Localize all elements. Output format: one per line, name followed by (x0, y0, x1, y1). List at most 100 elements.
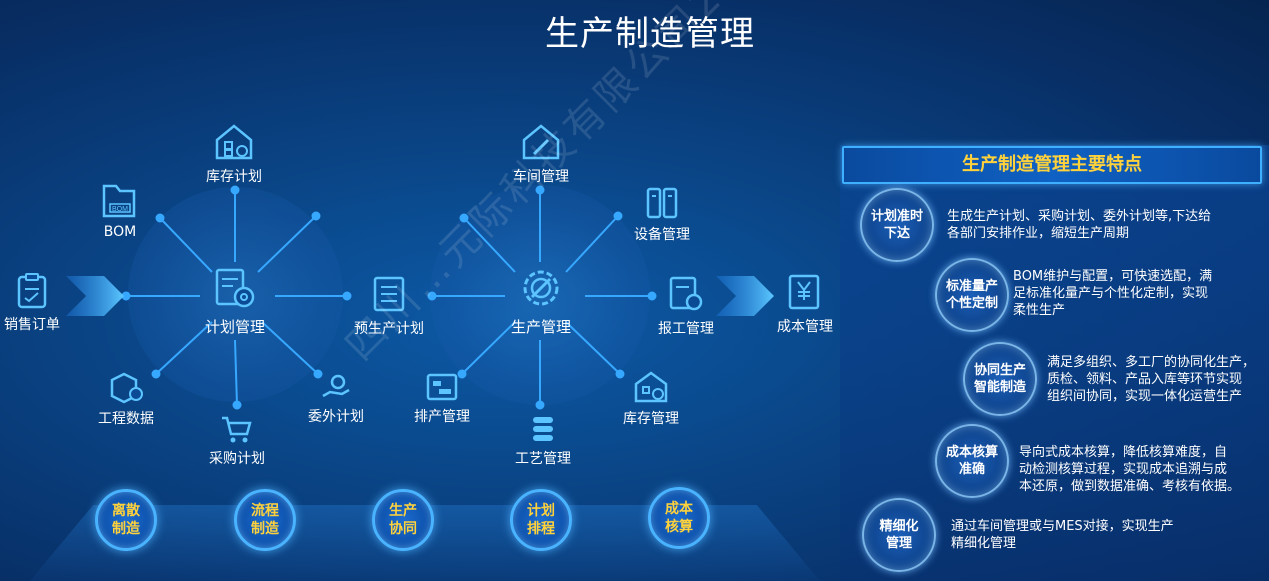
node-purchase-plan-label: 采购计划 (209, 451, 265, 467)
hub-plan-management: 计划管理 (205, 268, 265, 337)
feature-text-line: 导向式成本核算，降低核算难度，自 (1019, 445, 1228, 460)
hub-production-management: 生产管理 (511, 264, 571, 337)
node-outsourcing-plan: 委外计划 (308, 372, 364, 426)
feature-badge-refined: 精细化管理 (862, 498, 936, 572)
node-scheduling: 排产管理 (414, 372, 470, 426)
engineering-box-icon (110, 372, 143, 404)
feature-badge-line: 成本核算 (945, 445, 998, 460)
feature-text-plan: 生成生产计划、采购计划、委外计划等,下达给 各部门安排作业，缩短生产周期 (947, 208, 1211, 242)
schedule-board-icon (426, 373, 458, 401)
node-equipment-management: 设备管理 (634, 186, 690, 244)
badge-line: 成本 (665, 501, 693, 517)
feature-text-line: 组织间协同，实现一体化运营生产 (1047, 389, 1243, 404)
node-outsourcing-plan-label: 委外计划 (308, 409, 364, 425)
feature-text-line: 柔性生产 (1013, 303, 1066, 318)
page-title: 生产制造管理 (545, 14, 755, 54)
node-cost-management: 成本管理 (777, 272, 833, 336)
feature-badge-line: 下达 (883, 226, 910, 241)
feature-text-line: 足标准化量产与个性化定制，实现 (1013, 286, 1209, 301)
feature-badge-line: 个性定制 (945, 296, 998, 311)
feature-badge-line: 精细化 (879, 519, 919, 534)
node-equipment-management-label: 设备管理 (634, 227, 690, 243)
node-purchase-plan: 采购计划 (209, 414, 265, 468)
badge-line: 制造 (251, 521, 279, 537)
badge-line: 核算 (665, 519, 693, 535)
checklist-icon (373, 276, 405, 312)
bom-folder-icon: BOM (102, 184, 136, 218)
feature-text-standard: BOM维护与配置，可快速选配，满 足标准化量产与个性化定制，实现 柔性生产 (1013, 268, 1212, 319)
node-pre-production-plan: 预生产计划 (354, 274, 424, 338)
feature-badge-line: 智能制造 (973, 380, 1026, 395)
feature-badge-collaboration: 协同生产智能制造 (963, 342, 1037, 416)
bom-tag-text: BOM (112, 206, 128, 213)
feature-badge-line: 协同生产 (973, 363, 1026, 378)
node-scheduling-label: 排产管理 (414, 409, 470, 425)
node-inventory-management-label: 库存管理 (623, 411, 679, 427)
badge-line: 协同 (389, 521, 417, 537)
feature-text-line: 动检测核算过程，实现成本追溯与成 (1019, 462, 1228, 477)
node-workshop-management: 车间管理 (513, 122, 569, 186)
badge-cost-accounting: 成本核算 (648, 487, 710, 549)
feature-badge-plan: 计划准时下达 (860, 188, 934, 262)
node-process-management-label: 工艺管理 (515, 451, 571, 467)
node-work-report: 报工管理 (658, 274, 714, 338)
process-stack-icon (533, 417, 553, 441)
shopping-cart-icon (222, 416, 252, 443)
connector-lines (121, 185, 657, 410)
badge-line: 排程 (527, 521, 555, 537)
gear-wrench-icon (523, 270, 559, 306)
hub-plan-label: 计划管理 (204, 318, 266, 336)
house-wrench-icon (522, 124, 560, 160)
diagram-stage: 计划管理 库存计划 BOM BOM 工程数据 采购计划 (4, 122, 833, 581)
badge-planning-scheduling: 计划排程 (510, 489, 572, 551)
node-engineering-data-label: 工程数据 (98, 411, 154, 427)
feature-text-line: 通过车间管理或与MES对接，实现生产 (951, 519, 1174, 534)
node-process-management: 工艺管理 (515, 414, 571, 468)
warehouse-refresh-icon (634, 371, 668, 403)
badge-discrete-manufacturing: 离散制造 (95, 489, 157, 551)
feature-text-line: 各部门安排作业，缩短生产周期 (947, 226, 1130, 241)
hand-gear-icon (322, 374, 350, 398)
chevron-right-arrow-icon (66, 276, 124, 316)
equipment-cabinet-icon (646, 187, 678, 219)
node-inventory-plan-label: 库存计划 (206, 169, 262, 185)
currency-document-icon (788, 274, 820, 310)
chevron-right-arrow-icon (716, 276, 774, 316)
badge-line: 生产 (389, 503, 417, 519)
badge-line: 流程 (251, 503, 279, 519)
plan-settings-icon (215, 268, 255, 308)
hub-production-label: 生产管理 (510, 318, 572, 336)
node-pre-production-plan-label: 预生产计划 (354, 321, 424, 337)
node-engineering-data: 工程数据 (98, 370, 154, 428)
feature-text-line: 生成生产计划、采购计划、委外计划等,下达给 (947, 209, 1212, 224)
feature-text-line: 本还原，做到数据准确、考核有依据。 (1019, 479, 1241, 494)
warehouse-icon (215, 124, 253, 160)
badge-process-manufacturing: 流程制造 (234, 489, 296, 551)
badge-line: 制造 (112, 521, 140, 537)
node-bom: BOM BOM (100, 182, 140, 240)
node-cost-management-label: 成本管理 (777, 319, 833, 335)
node-work-report-label: 报工管理 (658, 321, 714, 337)
feature-badge-line: 准确 (958, 462, 985, 477)
features-panel-heading: 生产制造管理主要特点 (842, 146, 1262, 184)
node-sales-order: 销售订单 (4, 272, 60, 334)
node-inventory-plan: 库存计划 (206, 122, 262, 186)
feature-text-cost: 导向式成本核算，降低核算难度，自 动检测核算过程，实现成本追溯与成 本还原，做到… (1019, 444, 1240, 495)
feature-badge-line: 计划准时 (870, 209, 923, 224)
node-inventory-management: 库存管理 (623, 370, 679, 428)
badge-line: 计划 (527, 503, 555, 519)
feature-badge-standard: 标准量产个性定制 (935, 258, 1009, 332)
feature-text-line: 质检、领料、产品入库等环节实现 (1047, 372, 1243, 387)
feature-text-refined: 通过车间管理或与MES对接，实现生产 精细化管理 (951, 518, 1174, 552)
feature-text-line: 满足多组织、多工厂的协同化生产， (1047, 355, 1256, 370)
node-workshop-management-label: 车间管理 (513, 169, 569, 185)
report-document-icon (669, 276, 703, 311)
badge-line: 离散 (112, 503, 140, 519)
feature-badge-line: 管理 (885, 536, 912, 551)
node-sales-order-label: 销售订单 (4, 317, 60, 333)
clipboard-icon (17, 273, 47, 309)
feature-badge-cost: 成本核算准确 (935, 424, 1009, 498)
feature-text-line: 精细化管理 (951, 536, 1017, 551)
feature-text-line: BOM维护与配置，可快速选配，满 (1013, 269, 1213, 284)
badge-production-collaboration: 生产协同 (372, 489, 434, 551)
